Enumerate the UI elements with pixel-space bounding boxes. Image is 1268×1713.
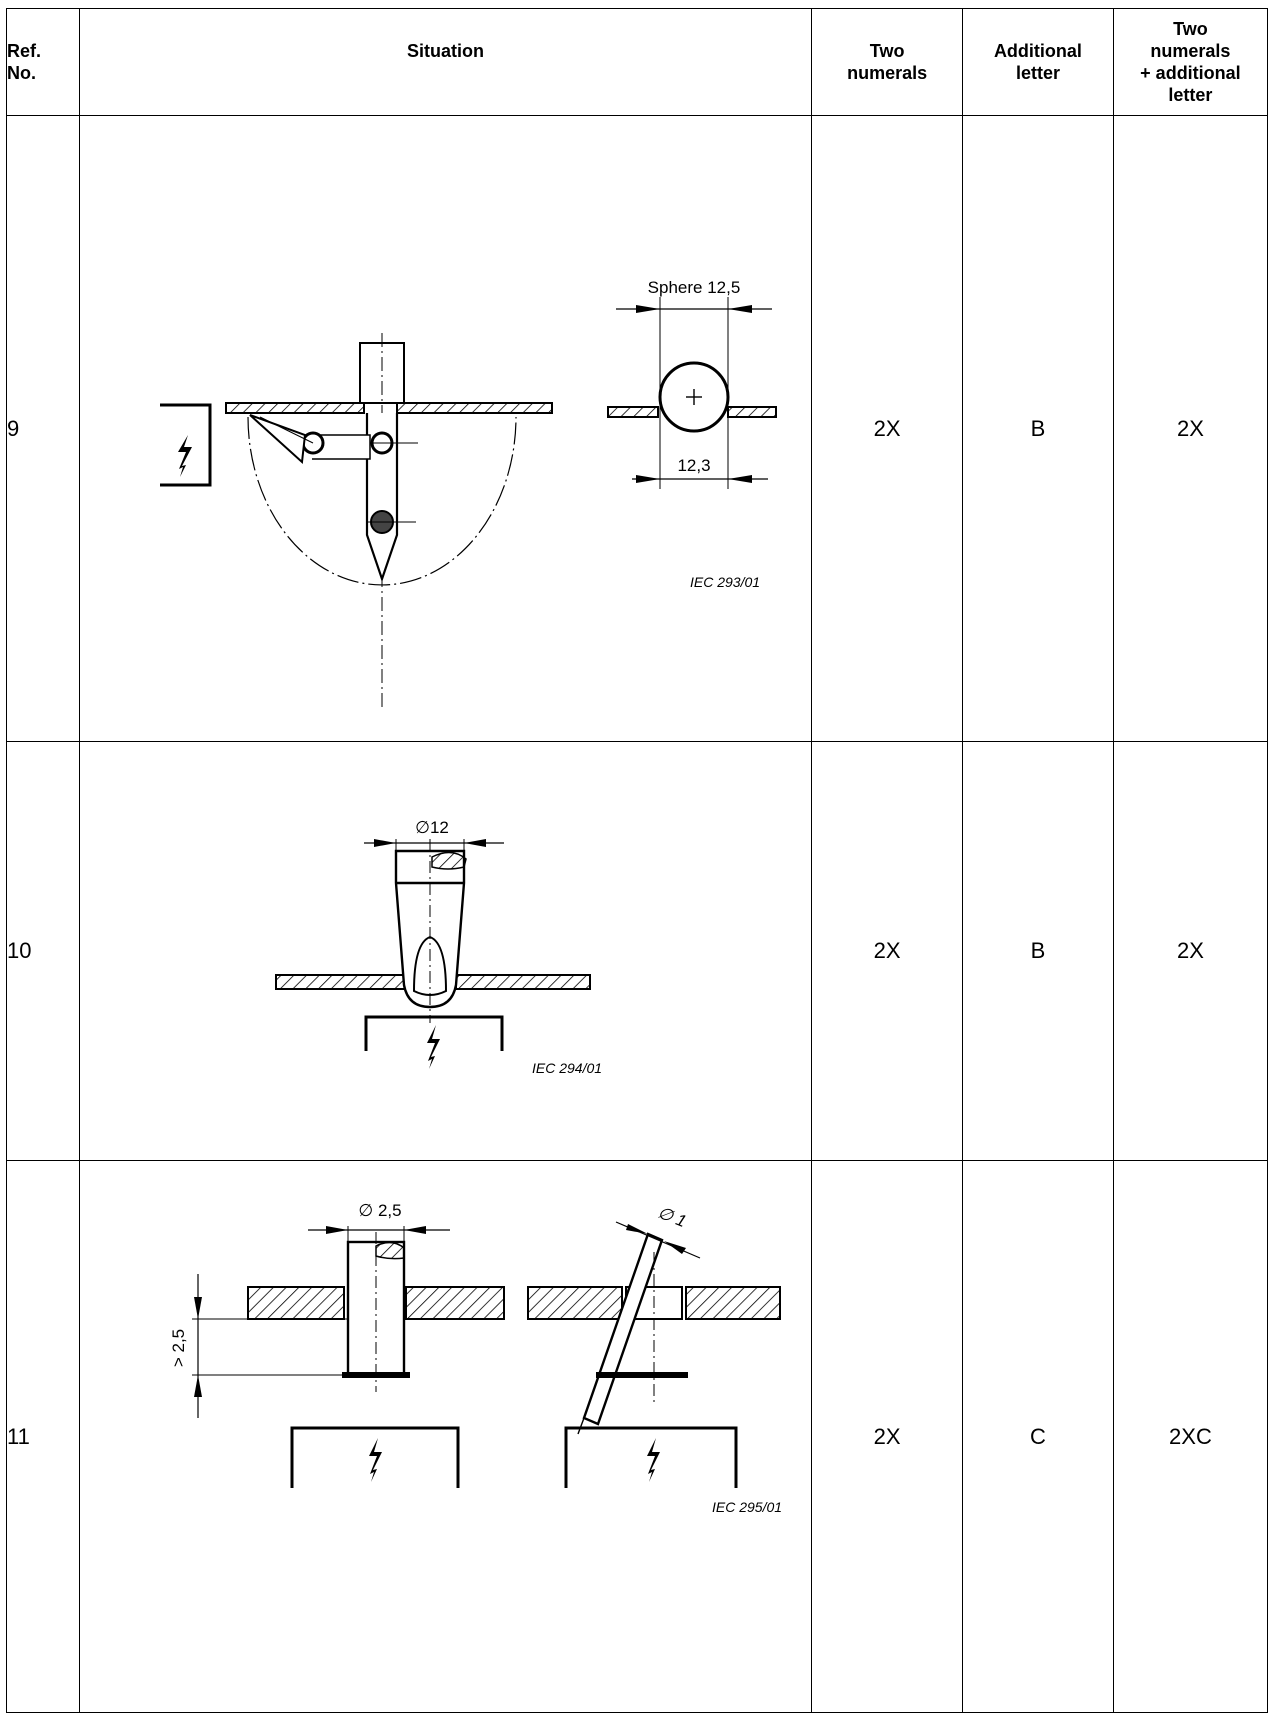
combined-value: 2X [1112, 115, 1268, 742]
header-row: Ref. No. Situation Two numerals Addition… [6, 8, 1268, 116]
header-combined: Two numerals + additional letter [1112, 8, 1268, 116]
iec-reference: IEC 294/01 [532, 1060, 602, 1076]
iec-reference: IEC 293/01 [690, 574, 760, 590]
iec-reference: IEC 295/01 [712, 1499, 782, 1515]
combined-value: 2XC [1112, 1160, 1268, 1713]
header-additional-letter: Additional letter [962, 8, 1114, 116]
situation-figure-9: Sphere 12,5 12,3 IEC 293/01 [78, 115, 813, 742]
additional-letter-value: B [962, 741, 1114, 1161]
additional-letter-value: C [962, 1160, 1114, 1713]
diameter-label: ∅12 [415, 818, 449, 837]
combined-value: 2X [1112, 741, 1268, 1161]
two-numerals-value: 2X [811, 1160, 964, 1713]
depth-label: > 2,5 [169, 1328, 188, 1366]
dimension-label: 12,3 [677, 456, 710, 475]
diameter-label: ∅ 2,5 [358, 1201, 401, 1220]
ref-number: 11 [6, 1160, 80, 1713]
header-situation: Situation [78, 8, 813, 116]
table-row-10: 10 ∅12 IEC [6, 741, 1268, 1161]
table-row-11: 11 ∅ 2,5 [6, 1160, 1268, 1713]
ref-number: 9 [6, 115, 80, 742]
two-numerals-value: 2X [811, 741, 964, 1161]
hazard-arrow-icon [177, 434, 192, 477]
sphere-probe-figure: ∅12 IEC 294/01 [274, 818, 602, 1076]
two-numerals-value: 2X [811, 115, 964, 742]
additional-letter-value: B [962, 115, 1114, 742]
jointed-test-finger-figure: Sphere 12,5 12,3 IEC 293/01 [159, 278, 777, 707]
test-rod-figure: ∅ 2,5 > 2,5 [169, 1201, 782, 1515]
situation-figure-11: ∅ 2,5 > 2,5 [78, 1160, 813, 1713]
header-two-numerals: Two numerals [811, 8, 964, 116]
hazard-arrow-icon [646, 1437, 660, 1482]
ref-number: 10 [6, 741, 80, 1161]
header-ref-no: Ref. No. [6, 8, 80, 116]
diameter-label-2: ∅ 1 [655, 1202, 689, 1230]
sphere-label: Sphere 12,5 [647, 278, 740, 297]
situation-figure-10: ∅12 IEC 294/01 [78, 741, 813, 1161]
hazard-arrow-icon [368, 1437, 382, 1482]
classification-table: Ref. No. Situation Two numerals Addition… [6, 8, 1268, 1713]
hazard-arrow-icon [426, 1024, 440, 1069]
table-row-9: 9 [6, 115, 1268, 742]
